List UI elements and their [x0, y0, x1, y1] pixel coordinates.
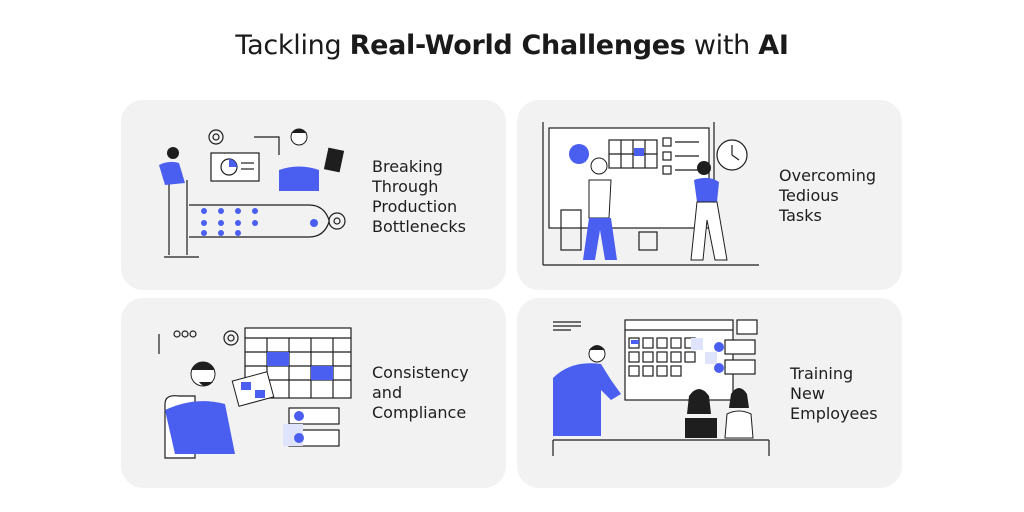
label-line: Breaking — [372, 157, 443, 176]
label-line: New — [790, 384, 825, 403]
tasks-illustration — [542, 122, 759, 266]
card-tedious-tasks: Overcoming Tedious Tasks — [517, 100, 902, 290]
label-line: Tasks — [779, 206, 822, 225]
training-illustration — [552, 319, 770, 456]
label-line: Employees — [790, 404, 878, 423]
title-text-1: Tackling — [235, 30, 350, 61]
label-line: Bottlenecks — [372, 217, 466, 236]
card-production-bottlenecks: Breaking Through Production Bottlenecks — [121, 100, 506, 290]
page-title: Tackling Real-World Challenges with AI — [0, 30, 1024, 61]
card-label: Overcoming Tedious Tasks — [779, 166, 876, 226]
label-line: Overcoming — [779, 166, 877, 185]
title-text-ai: AI — [758, 30, 789, 61]
label-line: and — [372, 383, 403, 402]
compliance-illustration — [158, 327, 352, 459]
label-line: Consistency — [372, 363, 469, 382]
label-line: Tedious — [779, 186, 839, 205]
label-line: Production — [372, 197, 458, 216]
production-illustration — [159, 128, 346, 258]
card-training-employees: Training New Employees — [517, 298, 902, 488]
card-label: Breaking Through Production Bottlenecks — [372, 157, 466, 237]
card-label: Training New Employees — [790, 364, 878, 424]
label-line: Compliance — [372, 403, 467, 422]
card-label: Consistency and Compliance — [372, 363, 469, 423]
label-line: Through — [372, 177, 439, 196]
card-consistency-compliance: Consistency and Compliance — [121, 298, 506, 488]
title-text-bold: Real-World Challenges — [349, 30, 686, 61]
label-line: Training — [790, 364, 854, 383]
title-text-2: with — [685, 30, 759, 61]
